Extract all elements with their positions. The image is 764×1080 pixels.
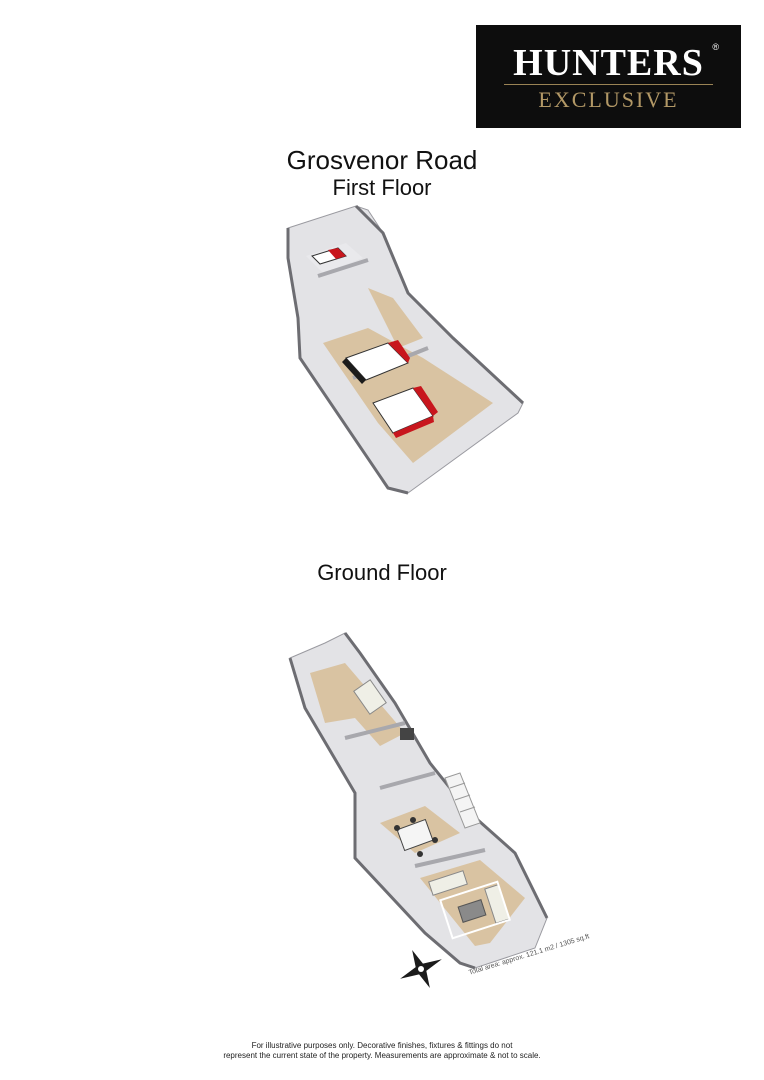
stairs-icon [444,772,481,829]
ground-floor-heading: Ground Floor [317,560,447,585]
first-floor-walls [286,228,409,495]
kitchen-hob-icon [400,728,414,740]
hunters-exclusive-logo: HUNTERS ® EXCLUSIVE [476,25,741,128]
compass-icon [400,949,442,989]
disclaimer: For illustrative purposes only. Decorati… [0,1041,764,1061]
bed-icon [311,247,347,265]
coffee-table-icon [457,899,487,923]
first-floor-heading: First Floor [332,175,432,200]
disclaimer-line-1: For illustrative purposes only. Decorati… [251,1041,513,1050]
first-floor-landing-floor [368,288,423,348]
dining-table-icon [394,817,438,857]
disclaimer-line-2: represent the current state of the prope… [223,1051,541,1060]
sofa-icon [428,870,468,896]
logo-registered-mark: ® [712,42,719,52]
logo-brand-name: HUNTERS [513,42,704,84]
bed-icon [372,386,438,438]
ground-floor-walls [288,657,476,970]
logo-tagline: EXCLUSIVE [538,87,679,112]
sofa-icon [353,679,387,715]
bed-icon [342,340,410,384]
property-title: Grosvenor Road [286,145,478,175]
first-floor-plan [286,204,525,495]
logo-divider [504,84,713,85]
ground-floor-plan [288,632,549,970]
kitchen-floor [310,663,405,746]
rug-icon [439,880,511,940]
